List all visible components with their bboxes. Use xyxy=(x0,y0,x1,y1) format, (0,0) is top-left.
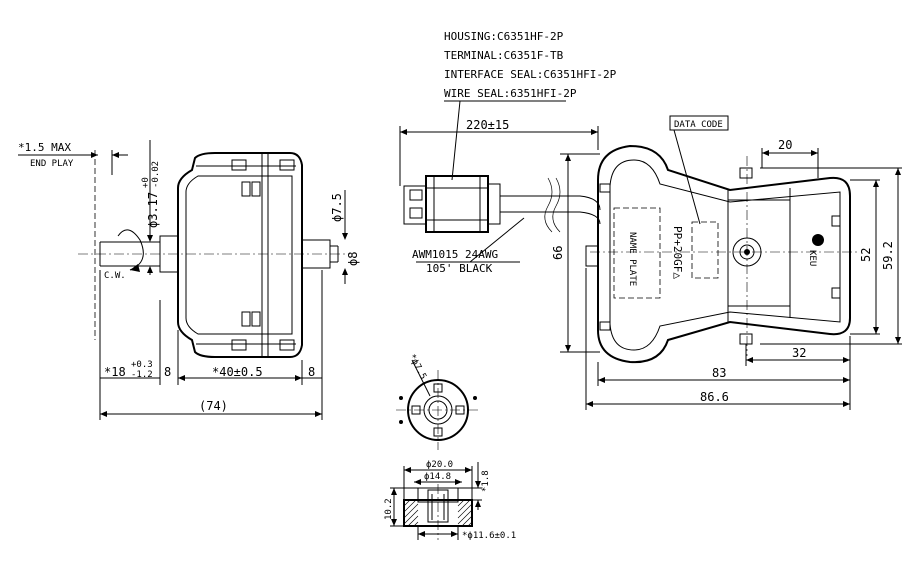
shaft-length: *18 xyxy=(104,365,126,379)
wire-spec-line-2: 105' BLACK xyxy=(426,262,493,275)
height-66-dimension: 66 xyxy=(551,246,565,260)
data-code-label: DATA CODE xyxy=(674,120,723,130)
width-86-6-dimension: 86.6 xyxy=(700,390,729,404)
name-plate-label: NAME PLATE xyxy=(627,232,637,286)
shaft-length-tol-lower: -1.2 xyxy=(131,370,153,380)
width-83-dimension: 83 xyxy=(712,366,726,380)
connector-callout: HOUSING:C6351HF-2P TERMINAL:C6351F-TB IN… xyxy=(399,30,617,275)
grommet-hatch-right xyxy=(457,499,473,527)
shaft-diameter-tol-upper: +0 xyxy=(141,177,151,188)
end-play-dimension: *1.5 MAX xyxy=(18,141,71,154)
material-label: PP+20GF△ xyxy=(671,226,684,279)
grommet-diameter-11-6: *ϕ11.6±0.1 xyxy=(462,531,516,541)
wire-seal-label: WIRE SEAL:6351HFI-2P xyxy=(444,87,577,100)
hub-diameter: ϕ8 xyxy=(346,252,360,266)
gap-right-dimension: 8 xyxy=(308,365,315,379)
height-59-2-dimension: 59.2 xyxy=(881,241,895,270)
housing-label: HOUSING:C6351HF-2P xyxy=(444,30,564,43)
bushing-detail: *ϕ7.5 xyxy=(396,353,480,450)
shaft-diameter-tol-lower: -0.02 xyxy=(151,161,161,188)
logo-text: KEU xyxy=(807,250,817,266)
terminal-label: TERMINAL:C6351F-TB xyxy=(444,49,564,62)
boss-diameter: ϕ7.5 xyxy=(330,193,344,222)
overall-length-dimension: (74) xyxy=(199,399,228,413)
grommet-height-10-2: 10.2 xyxy=(384,498,394,520)
end-play-label: END PLAY xyxy=(30,159,74,169)
height-52-dimension: 52 xyxy=(859,248,873,262)
interface-seal-label: INTERFACE SEAL:C6351HFI-2P xyxy=(444,68,617,81)
grommet-hatch-left xyxy=(403,499,419,527)
front-view: NAME PLATE PP+20GF△ DATA CODE KEU 20 66 xyxy=(551,115,902,410)
grommet-diameter-14-8: ϕ14.8 xyxy=(424,472,451,482)
rotation-label: C.W. xyxy=(104,271,126,281)
body-length-dimension: *40±0.5 xyxy=(212,365,263,379)
bushing-diameter-dimension: *ϕ7.5 xyxy=(406,353,428,382)
grommet-section: ϕ20.0 ϕ14.8 xyxy=(384,460,516,541)
front-offset-dimension: 20 xyxy=(778,138,792,152)
gap-left-dimension: 8 xyxy=(164,365,171,379)
side-view: *1.5 MAX END PLAY C.W. ϕ3.17 +0 -0.02 xyxy=(18,140,360,420)
bottom-32-dimension: 32 xyxy=(792,346,806,360)
grommet-diameter-20: ϕ20.0 xyxy=(426,460,453,470)
grommet-height-1-8: *1.8 xyxy=(481,470,491,492)
wire-length-dimension: 220±15 xyxy=(466,118,509,132)
wire-spec-line-1: AWM1015 24AWG xyxy=(412,248,498,261)
shaft-length-tol-upper: +0.3 xyxy=(131,360,153,370)
shaft-diameter: ϕ3.17 xyxy=(146,192,160,228)
